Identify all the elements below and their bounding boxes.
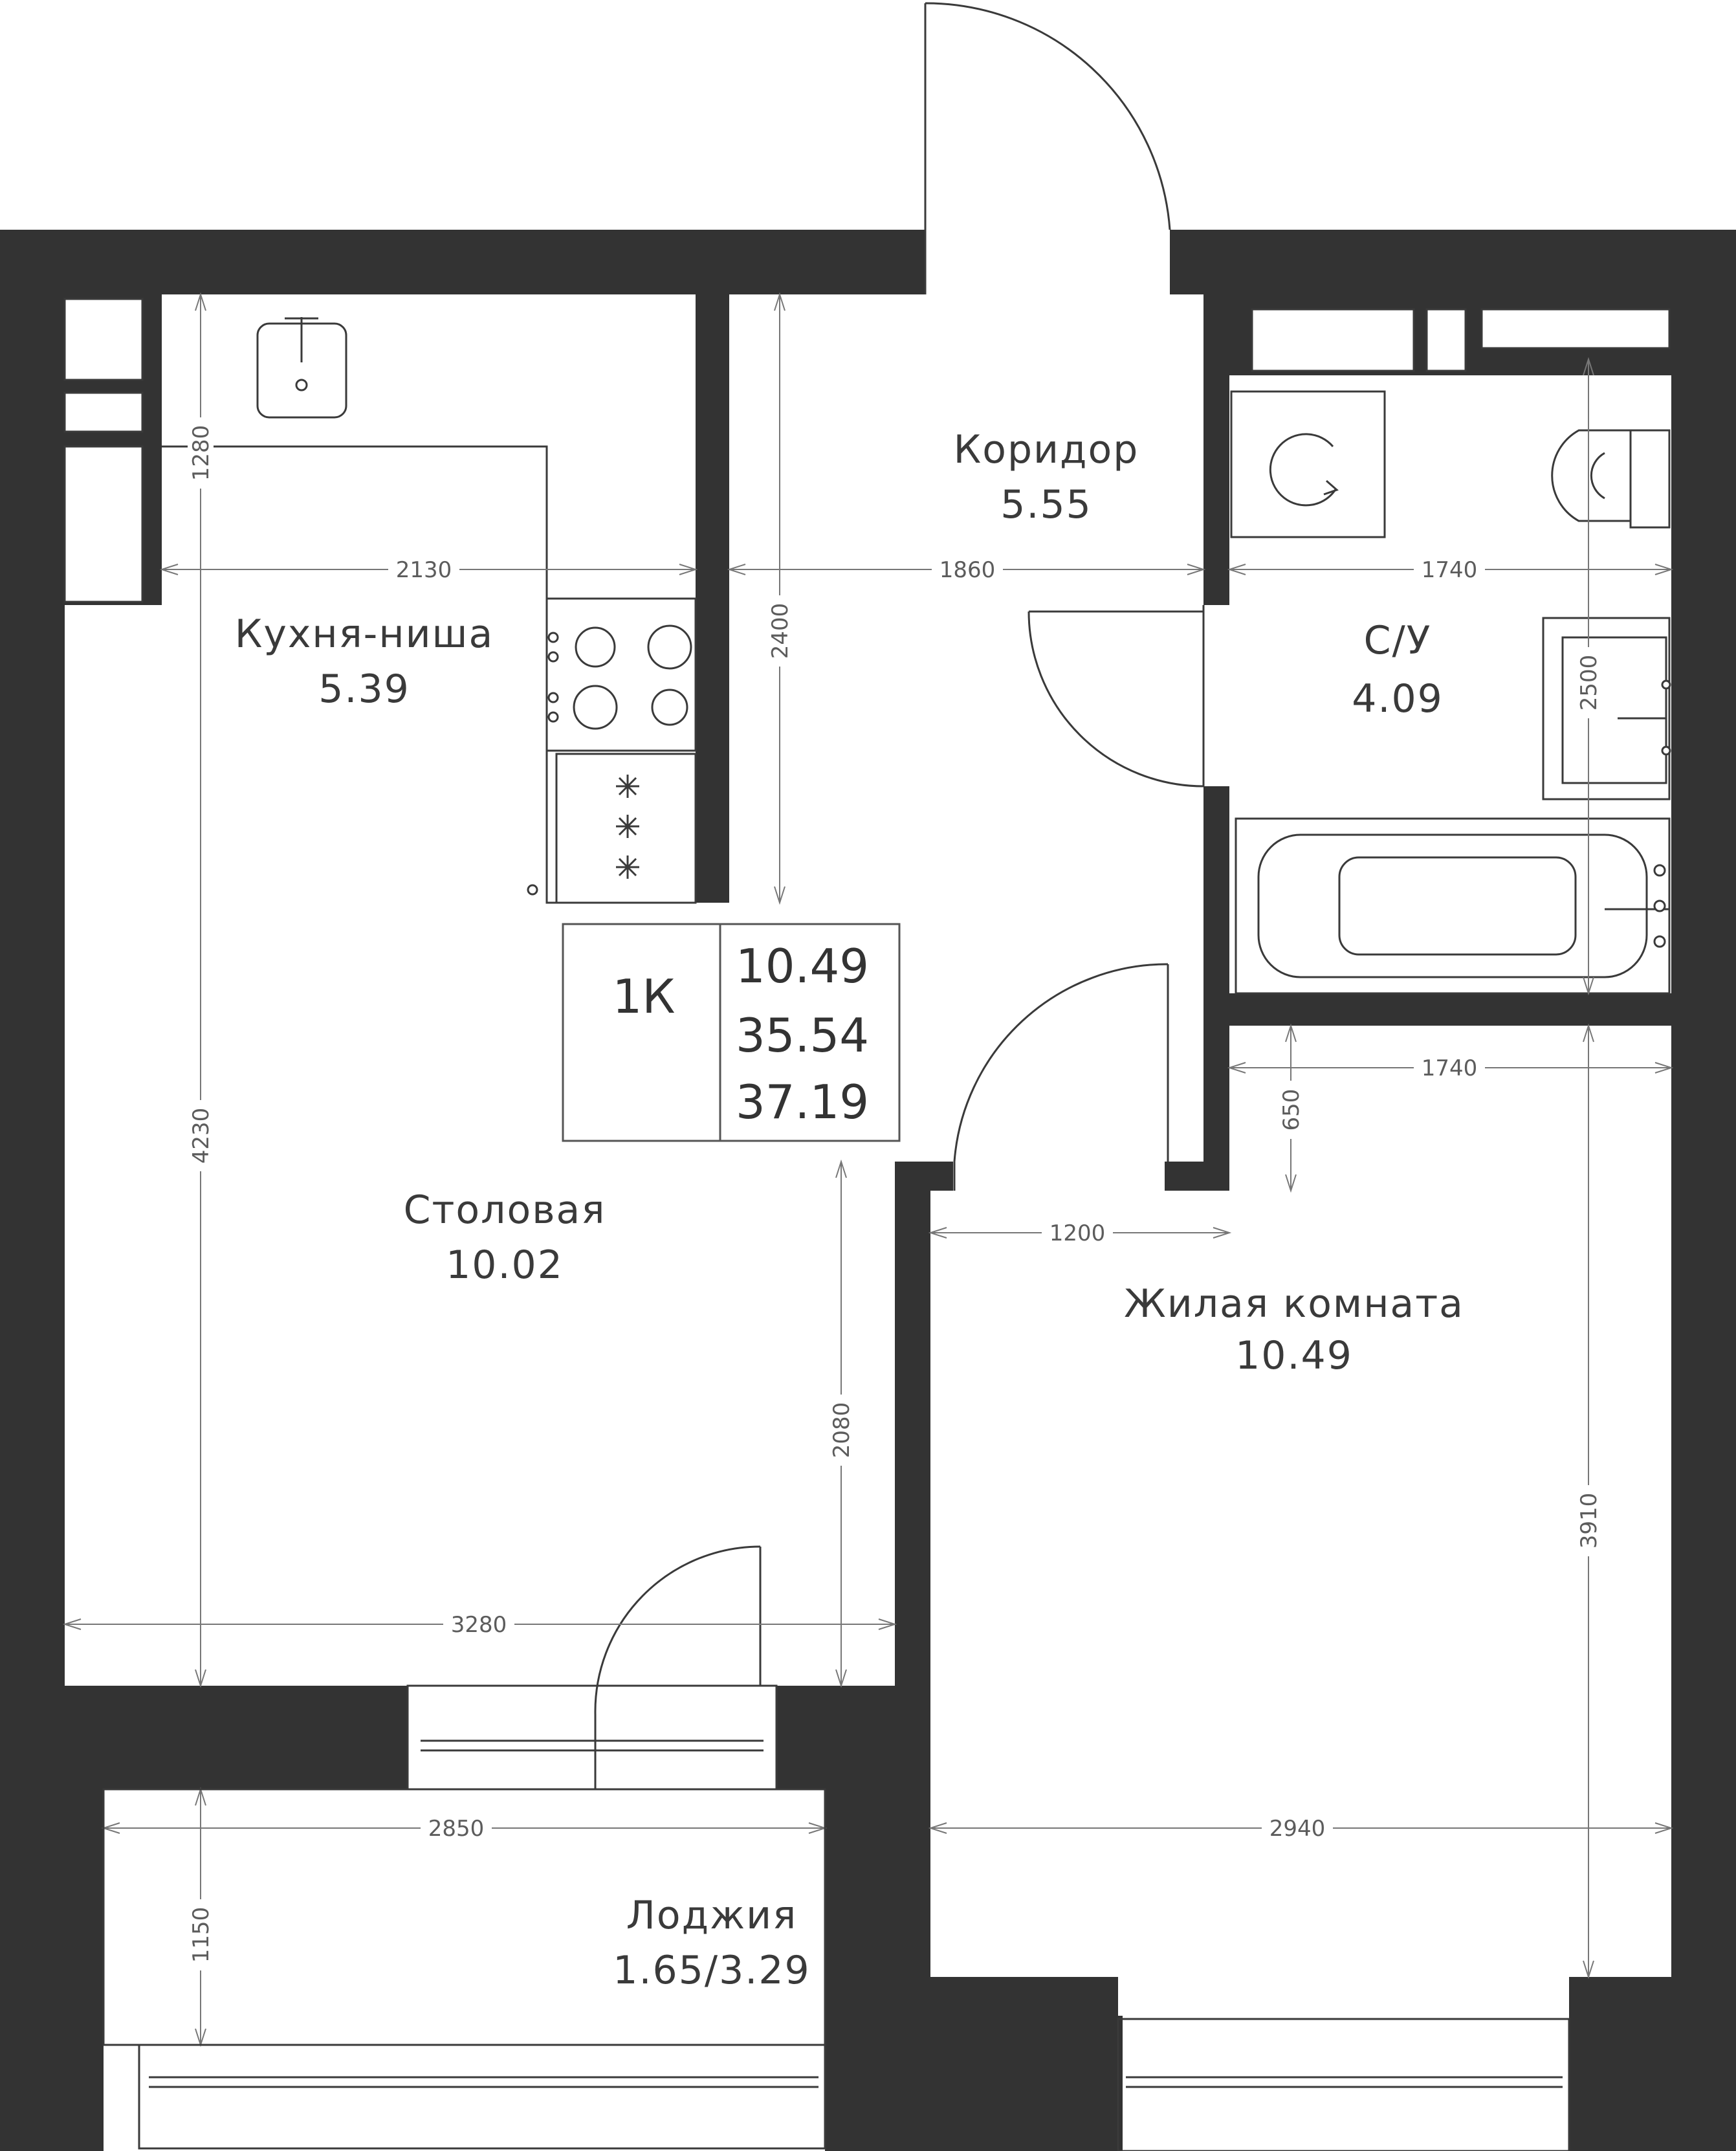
fridge-icon: [527, 775, 639, 896]
dim-loggia-depth: 1150: [188, 1907, 214, 1963]
bathroom-name: С/У: [1364, 618, 1432, 663]
bathtub-icon: [1235, 817, 1671, 995]
dim-dining-depth: 2080: [829, 1402, 855, 1459]
living-area: 10.49: [1235, 1333, 1353, 1378]
bathroom-area: 4.09: [1352, 676, 1444, 722]
corridor-area: 5.55: [1000, 482, 1092, 527]
living-area-value: 10.49: [736, 939, 869, 993]
living-door: [953, 963, 1169, 1191]
sink-icon: [256, 317, 347, 419]
dim-loggia-width: 2850: [428, 1816, 485, 1842]
total-area-value: 35.54: [736, 1008, 869, 1063]
info-box: 1К 10.49 35.54 37.19: [562, 923, 901, 1142]
living-window: [1117, 2018, 1570, 2151]
dim-bath-width: 1740: [1422, 557, 1478, 583]
loggia-window: [138, 2044, 826, 2150]
dim-living-width: 2940: [1269, 1816, 1326, 1842]
stove-icon: [547, 624, 692, 730]
corridor-name: Коридор: [954, 427, 1139, 472]
dim-living-width-top: 1740: [1422, 1055, 1478, 1081]
living-name: Жилая комната: [1124, 1281, 1464, 1327]
dim-corridor-width: 1860: [939, 557, 996, 583]
dim-kitchen-depth: 1280: [188, 425, 214, 481]
kitchen-name: Кухня-ниша: [235, 612, 494, 657]
room-labels: Коридор 5.55 С/У 4.09 Кухня-ниша 5.39 Ст…: [235, 427, 1464, 1993]
dimension-labels: 2130 1860 1740 1280 2400 2500 1740 650 1…: [188, 417, 1602, 1970]
kitchen-counter: [162, 445, 697, 904]
loggia-name: Лоджия: [626, 1893, 797, 1938]
niche-shelves: [63, 298, 1671, 603]
loggia-area: 1.65/3.29: [613, 1948, 810, 1993]
toilet-icon: [1551, 429, 1671, 529]
dim-kitchen-width: 2130: [396, 557, 452, 583]
dim-living-offset: 650: [1279, 1089, 1304, 1131]
dim-corridor-length: 2400: [767, 603, 793, 659]
loggia-door: [406, 1545, 778, 1791]
kitchen-area: 5.39: [318, 667, 410, 712]
dim-dining-width: 3280: [451, 1612, 507, 1638]
dim-living-length: 3910: [1576, 1493, 1602, 1549]
dining-area: 10.02: [446, 1242, 564, 1288]
washbasin-icon: [1542, 617, 1671, 800]
entrance-door: [924, 2, 1171, 294]
dim-door-opening: 1200: [1049, 1220, 1106, 1246]
loggia-outline: [102, 1788, 826, 2046]
dim-dining-height: 4230: [188, 1108, 214, 1164]
dim-bath-length: 2500: [1576, 655, 1602, 711]
total-with-loggia-value: 37.19: [736, 1075, 869, 1129]
apartment-type: 1К: [613, 969, 676, 1024]
washing-machine-icon: [1230, 390, 1386, 538]
walls: [0, 230, 1736, 2151]
dining-name: Столовая: [404, 1187, 606, 1233]
bathroom-door: [1027, 605, 1205, 788]
